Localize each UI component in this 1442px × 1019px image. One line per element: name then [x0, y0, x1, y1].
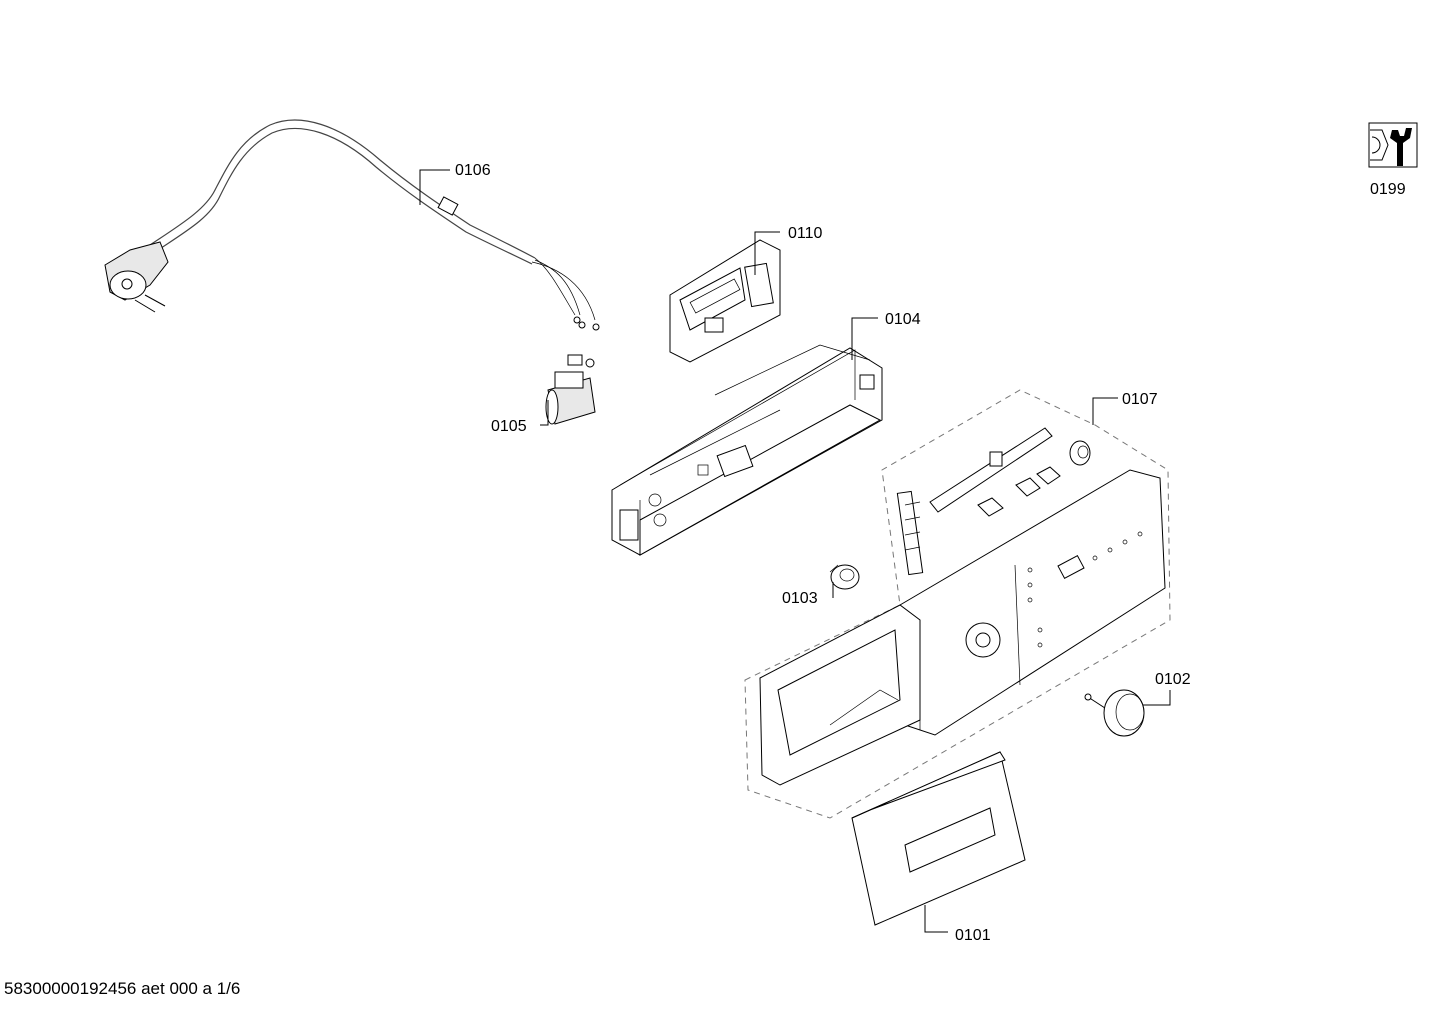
label-0105: 0105 [491, 418, 527, 435]
label-0110: 0110 [788, 225, 823, 242]
power-cable-part [104, 119, 600, 331]
control-panel-group [744, 389, 1171, 819]
label-0102: 0102 [1155, 671, 1191, 688]
control-board-part [669, 231, 781, 363]
suppressor-part [540, 354, 596, 426]
label-0107: 0107 [1122, 391, 1158, 408]
small-knob-part [829, 564, 860, 598]
electronics-housing-part [611, 317, 883, 556]
wrench-nut-icon [1368, 122, 1418, 168]
label-0104: 0104 [885, 311, 921, 328]
label-0106: 0106 [455, 162, 491, 179]
label-0199: 0199 [1370, 181, 1406, 198]
label-0103: 0103 [782, 590, 818, 607]
label-0101: 0101 [955, 927, 991, 944]
programme-knob-part [1084, 689, 1171, 737]
drawer-handle-part [851, 751, 1026, 933]
drawing-id-footer: 58300000192456 aet 000 a 1/6 [4, 979, 241, 998]
